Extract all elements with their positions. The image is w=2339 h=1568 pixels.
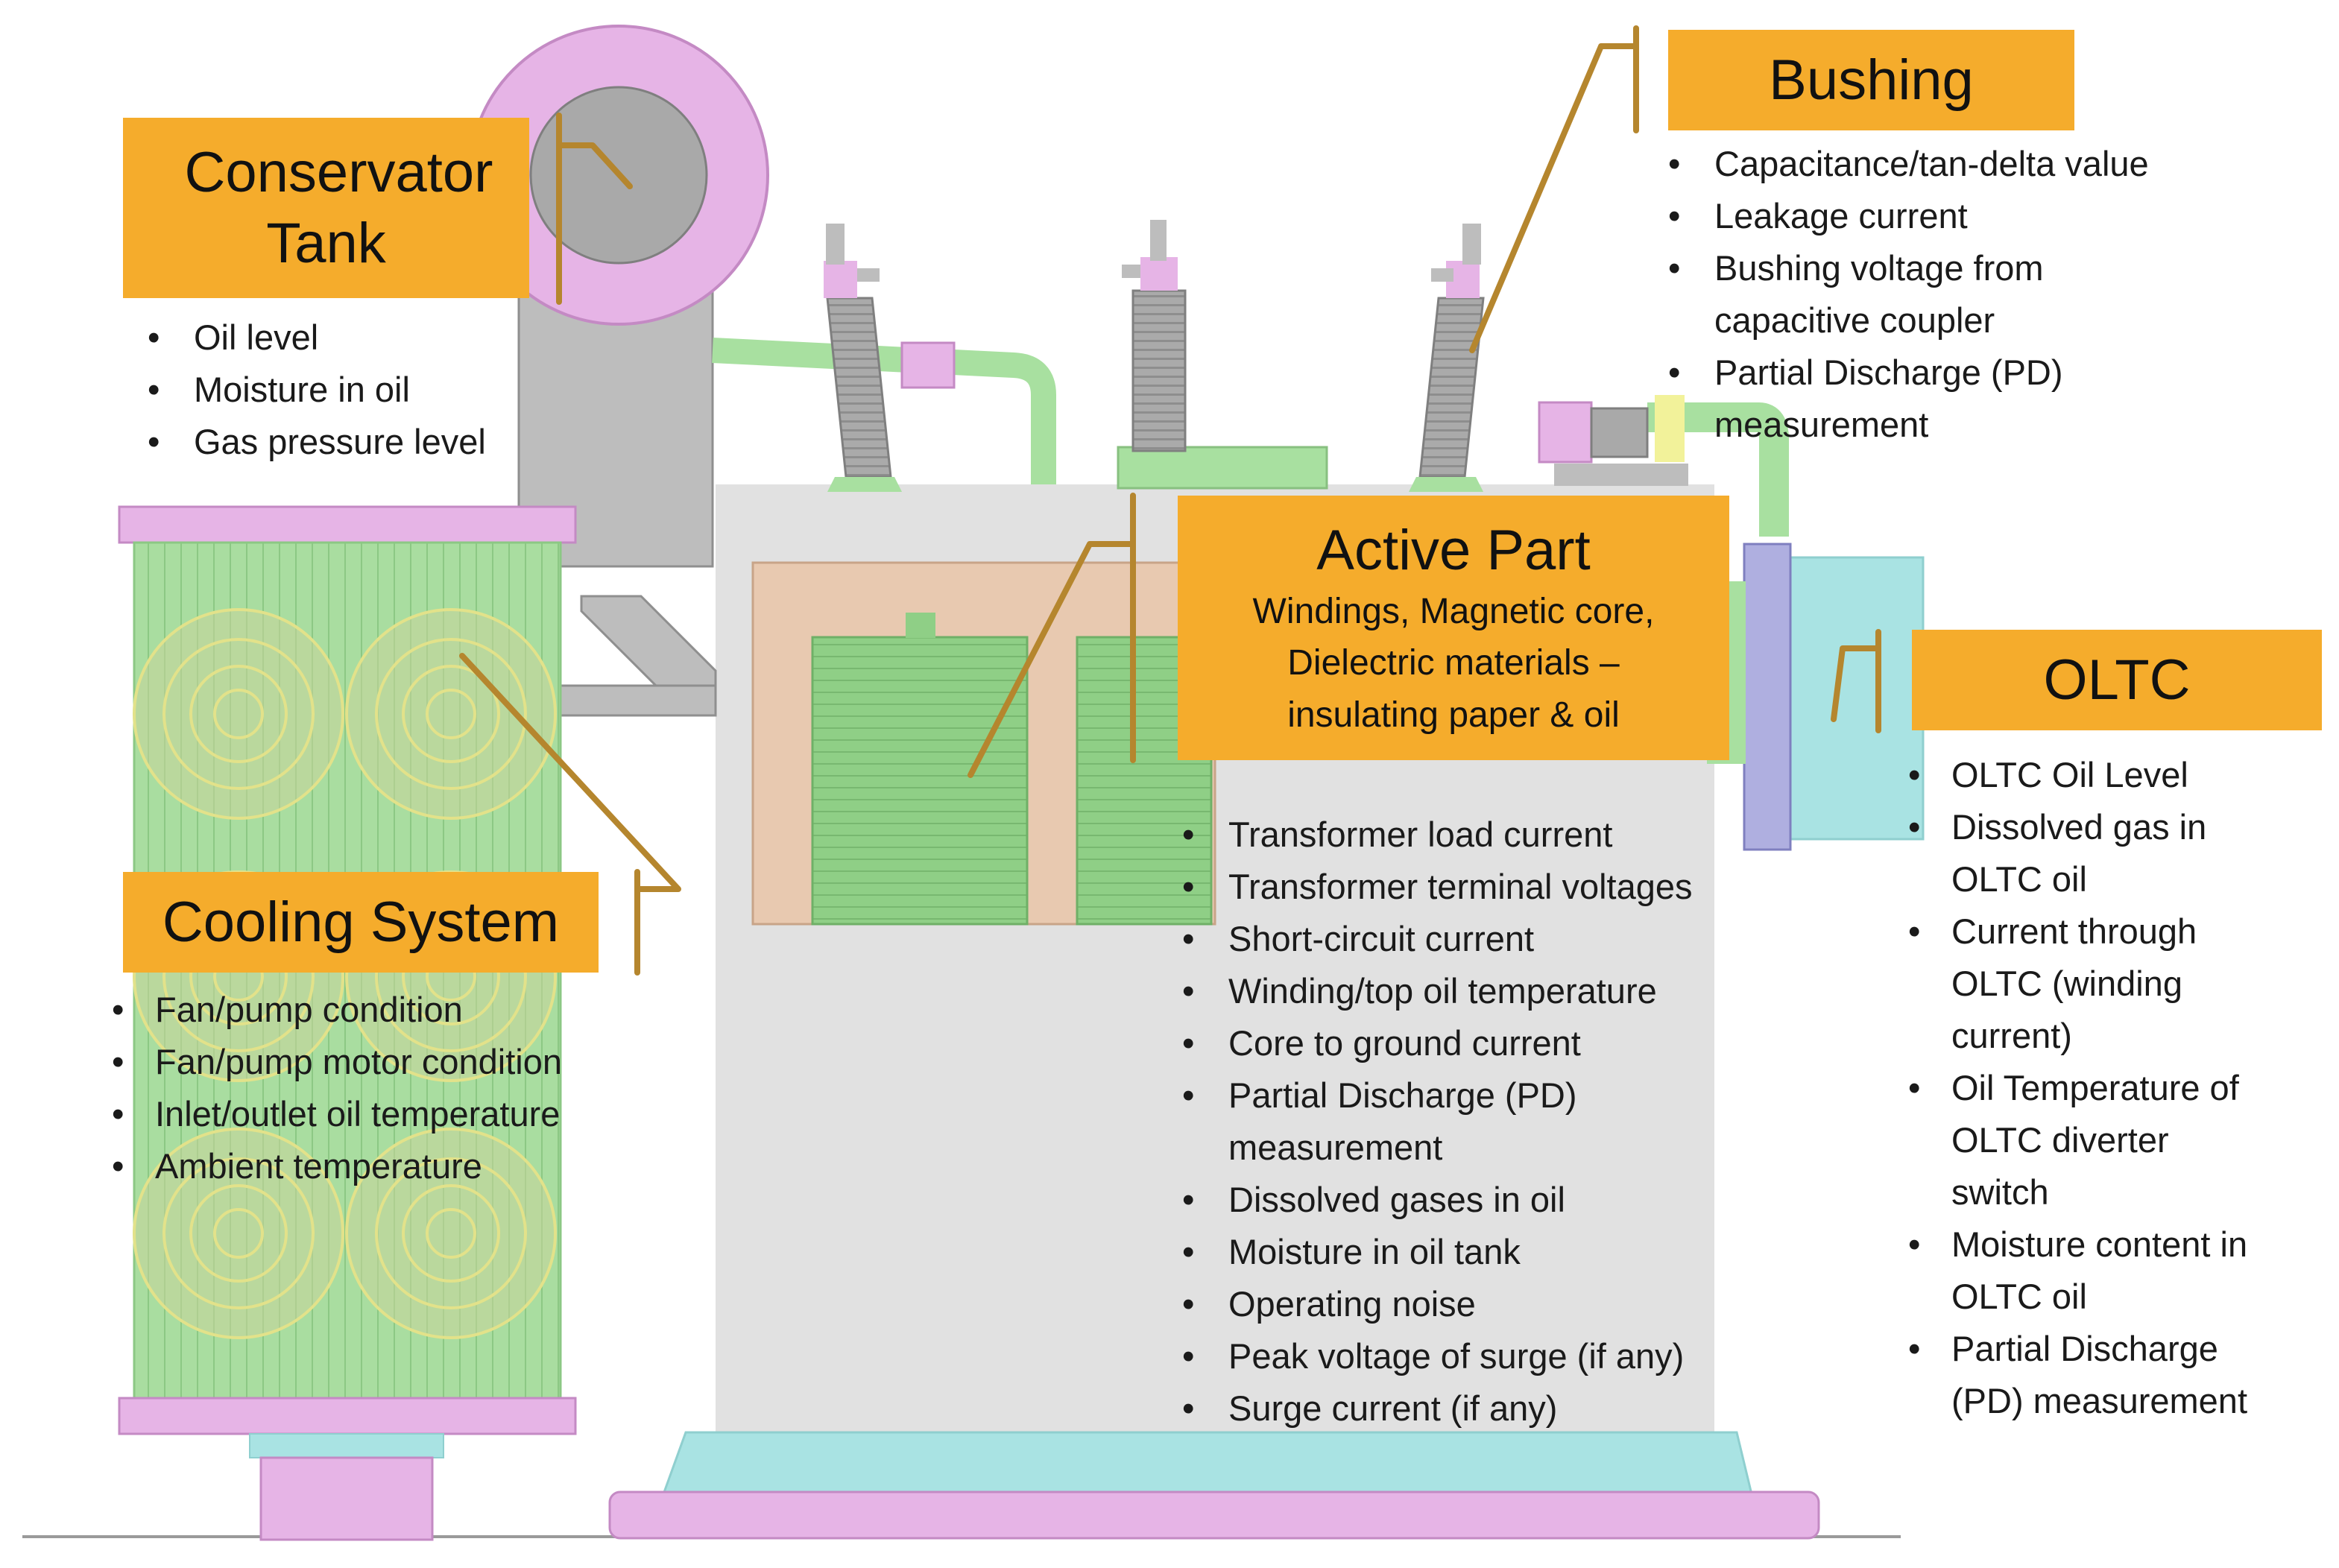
conservator-tank-title: Conservator Tank <box>184 141 493 275</box>
list-item: Winding/top oil temperature <box>1182 965 1793 1017</box>
bushing-turret-center <box>1117 446 1328 490</box>
conservator-metrics-list: Oil level Moisture in oil Gas pressure l… <box>148 312 535 468</box>
conservator-tank-label: Conservator Tank <box>123 118 529 298</box>
list-item: Ambient temperature <box>112 1140 678 1192</box>
bushing-title: Bushing <box>1769 48 1974 112</box>
list-item: Moisture in oil tank <box>1182 1226 1793 1278</box>
list-item: Transformer load current <box>1182 809 1793 861</box>
list-item: Current through OLTC (winding current) <box>1908 905 2242 1062</box>
cooling-system-title: Cooling System <box>162 891 560 954</box>
bushing-metrics-list: Capacitance/tan-delta value Leakage curr… <box>1668 138 2250 451</box>
tank-skid <box>608 1490 1820 1540</box>
winding-left <box>811 636 1029 926</box>
list-item: Surge current (if any) <box>1182 1382 1793 1435</box>
radiator-top-header <box>118 505 577 544</box>
list-item: Short-circuit current <box>1182 913 1793 965</box>
list-item: Dissolved gases in oil <box>1182 1174 1793 1226</box>
radiator-bottom-header <box>118 1397 577 1435</box>
oltc-label: OLTC <box>1912 630 2322 730</box>
fan-icon <box>345 608 557 820</box>
active-part-label: Active Part Windings, Magnetic core, Die… <box>1178 496 1729 760</box>
list-item: Gas pressure level <box>148 416 535 468</box>
cooling-metrics-list: Fan/pump condition Fan/pump motor condit… <box>112 984 678 1192</box>
active-part-subtitle: Windings, Magnetic core, Dielectric mate… <box>1252 591 1655 735</box>
oltc-flange <box>1743 543 1792 851</box>
active-part-leader-line <box>968 493 1136 778</box>
oltc-drive <box>1538 395 1688 486</box>
list-item: OLTC Oil Level <box>1908 749 2281 801</box>
list-item: Peak voltage of surge (if any) <box>1182 1330 1793 1382</box>
list-item: Operating noise <box>1182 1278 1793 1330</box>
active-part-title: Active Part <box>1316 518 1591 582</box>
list-item: Oil level <box>148 312 535 364</box>
fan-icon <box>133 608 344 820</box>
list-item: Fan/pump condition <box>112 984 678 1036</box>
list-item: Inlet/outlet oil temperature <box>112 1088 678 1140</box>
bushing-right <box>1409 224 1485 492</box>
list-item: Core to ground current <box>1182 1017 1793 1069</box>
conservator-leader-line <box>556 113 633 305</box>
list-item: Capacitance/tan-delta value <box>1668 138 2250 190</box>
oltc-leader-line <box>1831 629 1881 733</box>
list-item: Moisture content in OLTC oil <box>1908 1218 2302 1323</box>
bushing-center <box>1122 220 1187 452</box>
oltc-metrics-list: OLTC Oil Level Dissolved gas in OLTC oil… <box>1908 749 2281 1427</box>
leader-lines <box>459 25 1881 976</box>
oltc-tank <box>1787 556 1925 841</box>
list-item: Fan/pump motor condition <box>112 1036 678 1088</box>
bushing-leader-line <box>1469 25 1639 353</box>
pipe-valve <box>900 341 956 389</box>
list-item: Moisture in oil <box>148 364 535 416</box>
list-item: Leakage current <box>1668 190 2250 242</box>
oil-pipe-left <box>712 338 1056 484</box>
bushing-left <box>824 224 902 492</box>
bushing-label: Bushing <box>1668 30 2074 130</box>
active-part-metrics-list: Transformer load current Transformer ter… <box>1182 809 1793 1435</box>
list-item: Partial Discharge (PD) measurement <box>1668 347 2132 451</box>
radiator-stand-cap <box>249 1433 444 1458</box>
winding-left-tap <box>906 613 935 638</box>
list-item: Oil Temperature of OLTC diverter switch <box>1908 1062 2242 1218</box>
list-item: Partial Discharge (PD) measurement <box>1908 1323 2272 1427</box>
cooling-leader-line <box>459 653 681 976</box>
list-item: Partial Discharge (PD) measurement <box>1182 1069 1646 1174</box>
cooling-system-label: Cooling System <box>123 872 599 973</box>
radiator-stand <box>259 1456 434 1541</box>
cooler-pipe-top <box>558 684 717 717</box>
list-item: Dissolved gas in OLTC oil <box>1908 801 2242 905</box>
list-item: Bushing voltage from capacitive coupler <box>1668 242 2102 347</box>
oltc-title: OLTC <box>2043 648 2191 712</box>
list-item: Transformer terminal voltages <box>1182 861 1793 913</box>
tank-base <box>661 1431 1753 1496</box>
